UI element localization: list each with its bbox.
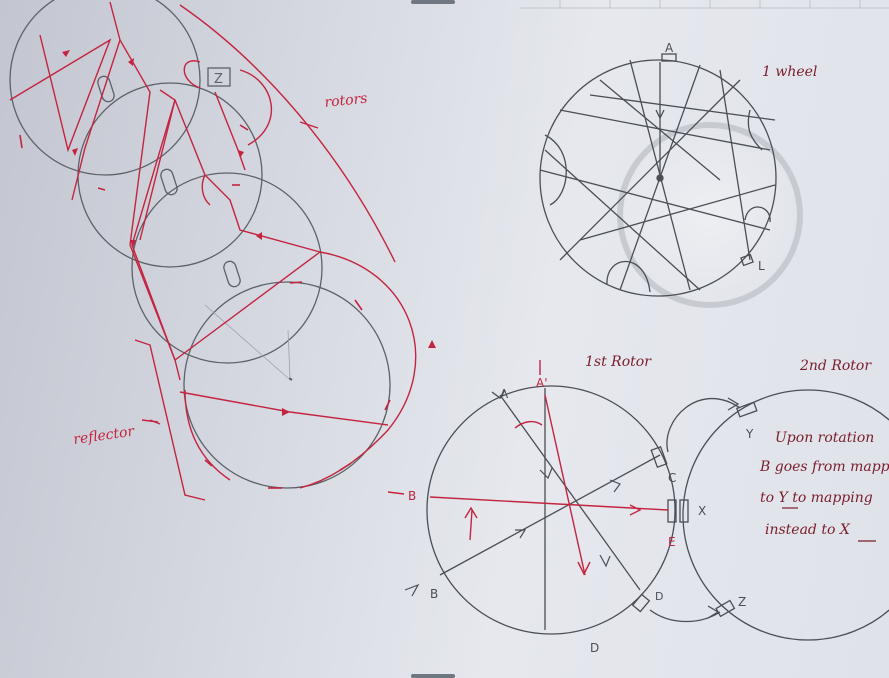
first-rotor-circle — [426, 385, 676, 635]
rotor-letter-d: D — [655, 590, 663, 603]
wheel-top-letter: A — [665, 41, 674, 55]
rotor-stack — [9, 0, 391, 489]
second-rotor-circle — [682, 389, 889, 641]
rotors-label: rotors — [324, 91, 368, 111]
red-wiring — [9, 1, 417, 501]
spindle-1 — [97, 75, 115, 103]
rotor-letter-x: X — [698, 504, 706, 518]
wiring-arrowheads — [62, 50, 436, 416]
rotor-circle-3 — [131, 172, 323, 364]
spindle-3 — [223, 260, 241, 288]
z-box-label: Z — [214, 72, 223, 87]
contact-e — [667, 499, 677, 523]
rotor-letter-d-bottom: D — [590, 641, 599, 655]
rotor-letter-a: A — [500, 387, 509, 401]
rotor-circle-4 — [183, 281, 391, 489]
rotor-letter-z: Z — [738, 595, 746, 609]
first-rotor-label: 1st Rotor — [585, 354, 652, 370]
rotor-circle-1 — [9, 0, 201, 176]
rotor-letter-e: E — [668, 535, 676, 549]
rotor-letter-b-left: B — [408, 489, 416, 503]
note-line-4: instead to X — [765, 522, 851, 538]
wheel-contact-top — [661, 53, 677, 62]
wheel-diagram — [539, 53, 803, 308]
first-rotor-red — [387, 360, 669, 576]
rotor-letter-a-prime: A' — [536, 376, 548, 390]
note-line-3: to Y to mapping — [760, 490, 873, 506]
second-rotor-diagram — [649, 389, 889, 641]
z-box — [207, 67, 231, 87]
contact-x — [679, 499, 689, 523]
rotor-letter-b-lower: B — [430, 587, 438, 601]
spindle-2 — [160, 168, 178, 196]
rotor-letter-y: Y — [745, 427, 754, 441]
bottom-crop-handle — [411, 674, 455, 678]
wheel-contact-bottom — [740, 253, 754, 267]
top-grid-strip — [520, 0, 889, 9]
first-rotor-diagram — [426, 385, 677, 635]
top-crop-handle — [411, 0, 455, 4]
reflector-label: reflector — [72, 423, 136, 448]
wheel-circle — [539, 59, 777, 297]
first-rotor-arrows — [404, 467, 621, 597]
contact-d — [631, 593, 651, 613]
note-line-1: Upon rotation — [775, 430, 874, 446]
rotor-letter-c: C — [668, 471, 676, 485]
wheel-label: 1 wheel — [762, 64, 817, 80]
contact-y — [735, 401, 758, 418]
note-line-2: B goes from mapping — [759, 459, 889, 475]
rim-ticks — [19, 124, 391, 489]
second-rotor-label: 2nd Rotor — [799, 358, 872, 374]
rotation-note: Upon rotation B goes from mapping to Y t… — [759, 430, 889, 538]
wheel-bottom-letter: L — [758, 259, 765, 273]
